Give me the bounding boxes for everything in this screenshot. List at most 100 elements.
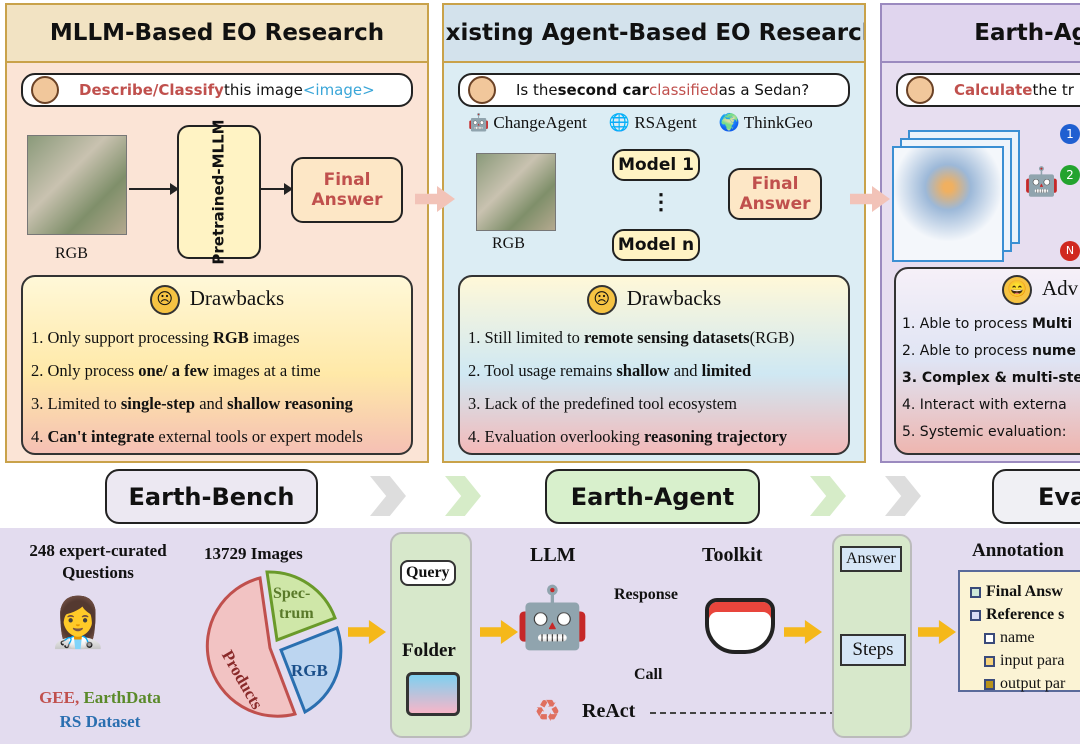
react-cycle-icon: ♻ bbox=[534, 695, 561, 728]
annotation-item: Reference s bbox=[970, 603, 1080, 626]
list-item: 4. Can't integrate external tools or exp… bbox=[31, 420, 403, 453]
item-text: 3. Lack of the predefined tool ecosystem bbox=[468, 394, 737, 413]
rgb-image bbox=[27, 135, 127, 235]
agent-thinkgeo: 🌍 ThinkGeo bbox=[718, 113, 813, 132]
react-label: ReAct bbox=[582, 700, 636, 722]
list-item: 3. Limited to single-step and shallow re… bbox=[31, 387, 403, 420]
agent-rsagent: 🌐 RSAgent bbox=[608, 113, 697, 132]
prompt-text: as a Sedan? bbox=[718, 81, 810, 99]
laughing-face-icon: 😄 bbox=[1002, 275, 1032, 305]
item-text: one/ a few bbox=[138, 361, 209, 380]
panel-agent-based: Existing Agent-Based EO Research Is the … bbox=[442, 3, 866, 463]
chevron-icon bbox=[370, 476, 406, 516]
toolkit-label: Toolkit bbox=[702, 544, 763, 566]
list-item: 1. Only support processing RGB images bbox=[31, 321, 403, 354]
svg-text:RGB: RGB bbox=[291, 661, 328, 680]
bottom-section: 248 expert-curated Questions 👩‍⚕️ GEE, E… bbox=[0, 528, 1080, 744]
list-item: 5. Systemic evaluation: bbox=[902, 419, 1080, 446]
arrow bbox=[261, 183, 293, 195]
item-text: external tools or expert models bbox=[154, 427, 363, 446]
item-text: shallow reasoning bbox=[227, 394, 353, 413]
drawbacks-title: Drawbacks bbox=[189, 285, 285, 310]
agent-changeagent: 🤖 ChangeAgent bbox=[468, 113, 587, 132]
prompt-text: the tr bbox=[1032, 81, 1074, 99]
drawbacks-box: ☹Drawbacks 1. Still limited to remote se… bbox=[458, 275, 850, 455]
robot-icon: 🤖 bbox=[1024, 167, 1059, 198]
item-text: 3. Complex & multi-ste bbox=[902, 370, 1080, 386]
image-folder-icon bbox=[406, 672, 460, 716]
robot-llm-icon: 🤖 bbox=[515, 585, 590, 651]
steps-label: Steps bbox=[840, 634, 906, 666]
item-text: 2. Able to process bbox=[902, 343, 1032, 359]
chevron-icon bbox=[885, 476, 921, 516]
panel-title: Existing Agent-Based EO Research bbox=[444, 5, 864, 63]
item-text: reasoning trajectory bbox=[643, 427, 788, 446]
svg-text:trum: trum bbox=[279, 605, 314, 622]
query-bubble: Query bbox=[400, 560, 456, 586]
item-text: and bbox=[195, 394, 228, 413]
annotation-item: Final Answ bbox=[970, 580, 1080, 603]
pie-rgb bbox=[279, 626, 343, 715]
prompt-tag: <image> bbox=[302, 81, 375, 99]
item-text: 4. Evaluation overlooking bbox=[468, 427, 644, 446]
stage-evaluation: Eva bbox=[992, 469, 1080, 524]
chevron-icon bbox=[445, 476, 481, 516]
agent-list: 🤖 ChangeAgent 🌐 RSAgent 🌍 ThinkGeo bbox=[468, 113, 813, 133]
prompt-text: Is the bbox=[516, 81, 558, 99]
annotation-item: output par bbox=[970, 672, 1080, 695]
list-item: 4. Interact with externa bbox=[902, 392, 1080, 419]
panel-title: Earth-Ag bbox=[882, 5, 1080, 63]
item-text: 5. Systemic evaluation: bbox=[902, 424, 1067, 440]
dots: ⋮ bbox=[650, 189, 672, 214]
step-n-badge: N bbox=[1060, 241, 1080, 261]
annotation-item: input para bbox=[970, 649, 1080, 672]
toolkit-icon bbox=[705, 598, 775, 654]
output-card: Answer Steps bbox=[832, 534, 912, 738]
answer-label: Answer bbox=[840, 546, 902, 572]
item-text: 2. Tool usage remains bbox=[468, 361, 617, 380]
prompt-red: classified bbox=[648, 81, 719, 99]
arrow-icon bbox=[918, 620, 956, 644]
chevron-icon bbox=[810, 476, 846, 516]
item-text: 3. Limited to bbox=[31, 394, 121, 413]
arrow-icon bbox=[784, 620, 822, 644]
item-text: remote sensing datasets bbox=[583, 328, 750, 347]
advantages-title: Adv bbox=[1042, 275, 1079, 300]
stage-earth-bench: Earth-Bench bbox=[105, 469, 318, 524]
prompt-box: Calculate the tr bbox=[896, 73, 1080, 107]
data-pie: Products Spec- trum RGB bbox=[205, 570, 343, 718]
user-icon bbox=[31, 76, 59, 104]
list-item: 2. Able to process nume bbox=[902, 338, 1080, 365]
drawbacks-title: Drawbacks bbox=[626, 285, 722, 310]
folder-label: Folder bbox=[402, 640, 456, 661]
item-text: (RGB) bbox=[749, 328, 795, 347]
prompt-verb: Describe/Classify bbox=[79, 81, 224, 99]
user-icon bbox=[468, 76, 496, 104]
questions-count: 248 expert-curated Questions bbox=[29, 541, 167, 582]
model-label: Pretrained-MLLM bbox=[210, 119, 228, 265]
llm-label: LLM bbox=[530, 544, 576, 566]
user-icon bbox=[906, 76, 934, 104]
images-count: 13729 Images bbox=[204, 544, 303, 563]
prompt-box: Is the second car classified as a Sedan? bbox=[458, 73, 850, 107]
arrow-icon bbox=[348, 620, 386, 644]
annotation-item: name bbox=[970, 626, 1080, 649]
annotation-box: Final Answ Reference s name input para o… bbox=[958, 570, 1080, 692]
image-label: RGB bbox=[492, 235, 525, 252]
svg-text:Spec-: Spec- bbox=[273, 585, 310, 602]
item-text: Multi bbox=[1031, 316, 1073, 332]
item-text: 2. Only process bbox=[31, 361, 139, 380]
item-text: and bbox=[669, 361, 702, 380]
list-item: 4. Evaluation overlooking reasoning traj… bbox=[468, 420, 840, 453]
item-text: RGB bbox=[212, 328, 249, 347]
item-text: 4. bbox=[31, 427, 48, 446]
drawbacks-box: ☹Drawbacks 1. Only support processing RG… bbox=[21, 275, 413, 455]
item-text: single-step bbox=[120, 394, 196, 413]
model-box: Pretrained-MLLM bbox=[177, 119, 261, 265]
final-answer-box: Final Answer bbox=[728, 168, 822, 220]
item-text: nume bbox=[1031, 343, 1077, 359]
annotation-title: Annotation bbox=[972, 540, 1064, 561]
sad-face-icon: ☹ bbox=[586, 285, 617, 315]
rgb-image bbox=[476, 153, 556, 231]
